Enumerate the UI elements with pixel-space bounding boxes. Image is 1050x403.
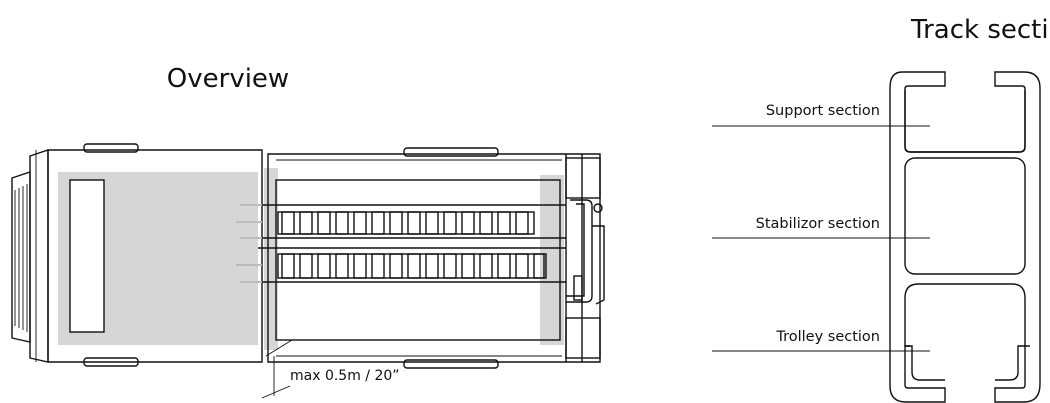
clearance-label: max 0.5m / 20” xyxy=(290,368,400,384)
vehicle-top-view: max 0.5m / 20” xyxy=(11,143,605,399)
ladder-body xyxy=(236,147,605,369)
support-section-callout: Support section xyxy=(712,103,930,127)
trolley-section-callout: Trolley section xyxy=(712,329,930,352)
stabilizor-section-label: Stabilizor section xyxy=(756,216,880,232)
track-section-profile xyxy=(889,71,1041,403)
stabilizor-section-callout: Stabilizor section xyxy=(712,216,930,239)
track-section-title: Track section xyxy=(910,15,1050,45)
overview-title: Overview xyxy=(167,64,289,94)
clearance-dimension: max 0.5m / 20” xyxy=(261,339,400,399)
cab xyxy=(11,143,263,367)
trolley-section-label: Trolley section xyxy=(775,329,880,345)
support-section-label: Support section xyxy=(766,103,880,119)
